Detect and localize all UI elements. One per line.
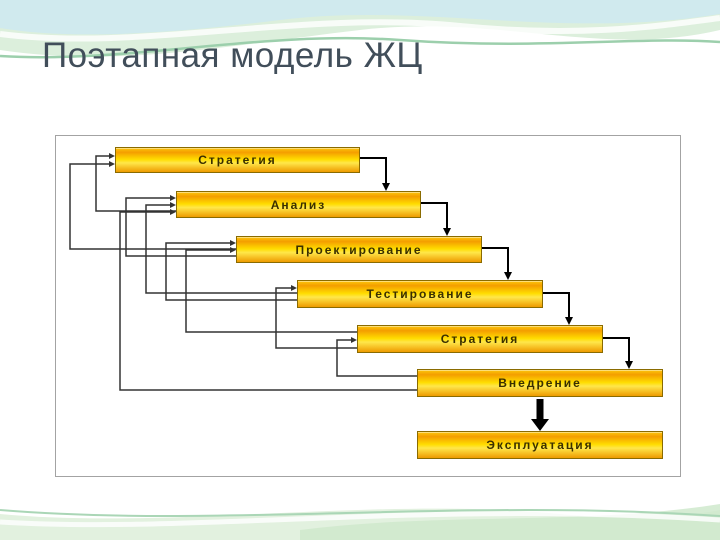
stage-testing: Тестирование — [297, 280, 543, 308]
stage-design: Проектирование — [236, 236, 482, 263]
slide-title: Поэтапная модель ЖЦ — [42, 36, 423, 75]
stage-deployment: Внедрение — [417, 369, 663, 397]
top-wave-decoration — [0, 0, 720, 59]
bottom-wave-decoration — [0, 504, 720, 540]
stage-strategy-repeat: Стратегия — [357, 325, 603, 353]
stage-operation: Эксплуатация — [417, 431, 663, 459]
stage-analysis: Анализ — [176, 191, 421, 218]
stage-strategy: Стратегия — [115, 147, 360, 173]
